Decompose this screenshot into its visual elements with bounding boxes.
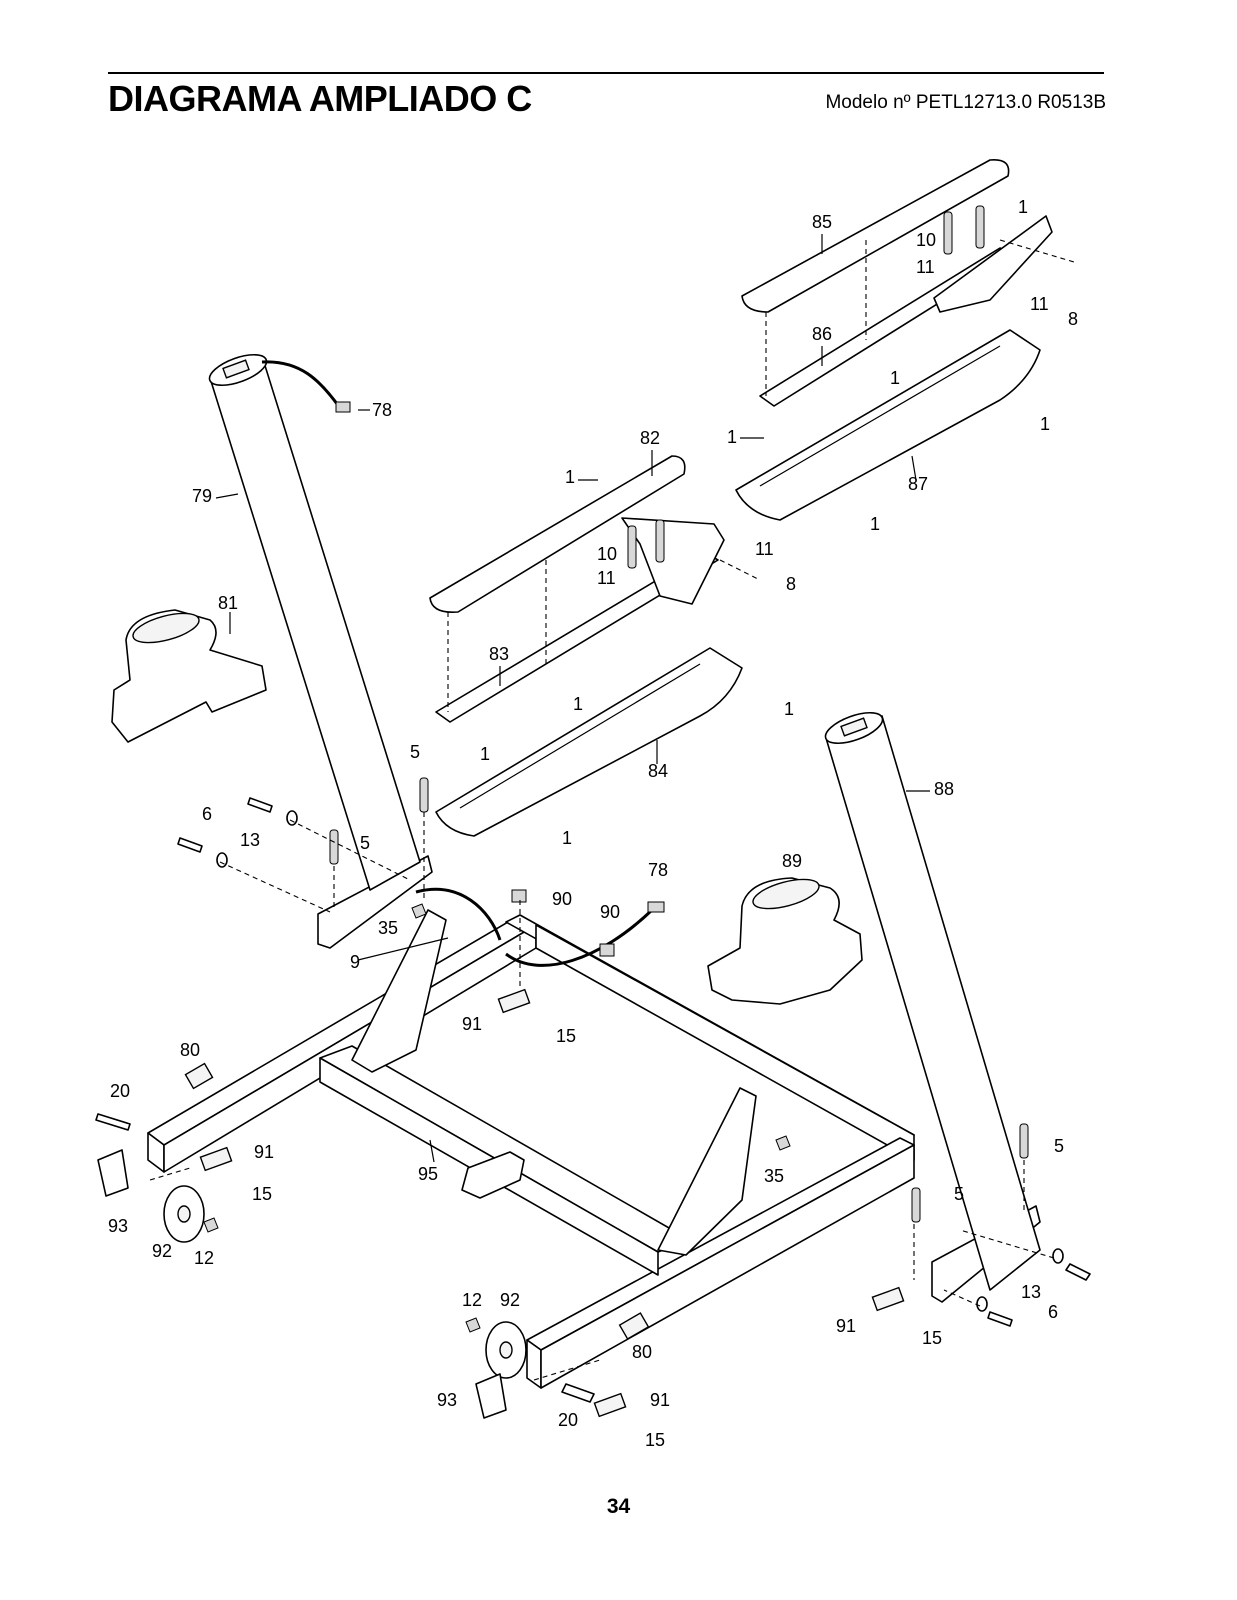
part-callout-c5d: 5 [954, 1184, 964, 1204]
fasteners [177, 205, 1091, 1327]
part-callout-c11d: 11 [597, 568, 616, 588]
part-callout-c13a: 13 [240, 830, 260, 850]
part-callout-c15c: 15 [922, 1328, 942, 1348]
part-callout-c13b: 13 [1021, 1282, 1041, 1302]
part-callout-c81: 81 [218, 593, 238, 613]
part-callout-c1f: 1 [870, 514, 880, 534]
part-callout-c11b: 11 [1030, 294, 1049, 314]
header-rule [108, 72, 1104, 74]
part-callout-c1b: 1 [890, 368, 900, 388]
part-callout-c88: 88 [934, 779, 954, 799]
part-callout-c87: 87 [908, 474, 928, 494]
cables [415, 887, 665, 967]
page-title: DIAGRAMA AMPLIADO C [108, 78, 532, 119]
part-callout-c6a: 6 [202, 804, 212, 824]
part-callout-c35a: 35 [378, 918, 398, 938]
part-callout-c95: 95 [418, 1164, 438, 1184]
base-frame [147, 855, 1041, 1389]
part-callout-c80b: 80 [632, 1342, 652, 1362]
part-callout-c1j: 1 [562, 828, 572, 848]
part-callout-c91a: 91 [462, 1014, 482, 1034]
upright-covers [111, 609, 863, 1005]
part-callout-c1i: 1 [480, 744, 490, 764]
part-callout-c1a: 1 [1018, 197, 1028, 217]
part-callout-c92a: 92 [152, 1241, 172, 1261]
part-callout-c10b: 10 [597, 544, 617, 564]
part-callout-c15b: 15 [252, 1184, 272, 1204]
part-callout-c10a: 10 [916, 230, 936, 250]
part-callout-c1h: 1 [784, 699, 794, 719]
part-callout-c20a: 20 [110, 1081, 130, 1101]
part-callout-c5c: 5 [1054, 1136, 1064, 1156]
part-callout-c15d: 15 [645, 1430, 665, 1450]
part-callout-c6b: 6 [1048, 1302, 1058, 1322]
part-callout-c90a: 90 [552, 889, 572, 909]
part-callout-c78b: 78 [648, 860, 668, 880]
part-callout-c11c: 11 [755, 539, 774, 559]
model-number: Modelo nº PETL12713.0 R0513B [825, 92, 1106, 113]
part-callout-c1c: 1 [1040, 414, 1050, 434]
part-callout-c91b: 91 [254, 1142, 274, 1162]
left-upright-79 [208, 353, 421, 891]
part-callout-c1g: 1 [573, 694, 583, 714]
part-callout-c12a: 12 [194, 1248, 214, 1268]
part-callout-c15a: 15 [556, 1026, 576, 1046]
right-handrail-assembly [735, 159, 1053, 521]
part-callout-c5a: 5 [410, 742, 420, 762]
page-number: 34 [606, 1495, 631, 1518]
part-callout-c78a: 78 [372, 400, 392, 420]
part-callout-c1d: 1 [727, 427, 737, 447]
part-callout-c80a: 80 [180, 1040, 200, 1060]
part-callout-c12b: 12 [462, 1290, 482, 1310]
part-callout-c8a: 8 [1068, 309, 1078, 329]
part-callout-c84: 84 [648, 761, 668, 781]
part-callout-c83: 83 [489, 644, 509, 664]
part-callout-c92b: 92 [500, 1290, 520, 1310]
part-callout-c93b: 93 [437, 1390, 457, 1410]
part-callout-c91d: 91 [650, 1390, 670, 1410]
part-callout-c89: 89 [782, 851, 802, 871]
part-callout-c8b: 8 [786, 574, 796, 594]
assembly-lines [149, 239, 1075, 1381]
leader-lines [215, 234, 930, 1163]
part-callout-c1e: 1 [565, 467, 575, 487]
part-callout-c85: 85 [812, 212, 832, 232]
part-callout-c5b: 5 [360, 833, 370, 853]
part-callout-c11a: 11 [916, 257, 935, 277]
right-upright-88 [824, 711, 1041, 1291]
part-callout-c20b: 20 [558, 1410, 578, 1430]
left-handrail-assembly [429, 455, 743, 837]
part-callout-c35b: 35 [764, 1166, 784, 1186]
part-callout-c9: 9 [350, 952, 360, 972]
part-callout-c93a: 93 [108, 1216, 128, 1236]
part-callout-c79: 79 [192, 486, 212, 506]
part-callout-c90b: 90 [600, 902, 620, 922]
part-callout-c82: 82 [640, 428, 660, 448]
part-callout-c86: 86 [812, 324, 832, 344]
wheels-and-feet [95, 988, 905, 1419]
part-callout-c91c: 91 [836, 1316, 856, 1336]
